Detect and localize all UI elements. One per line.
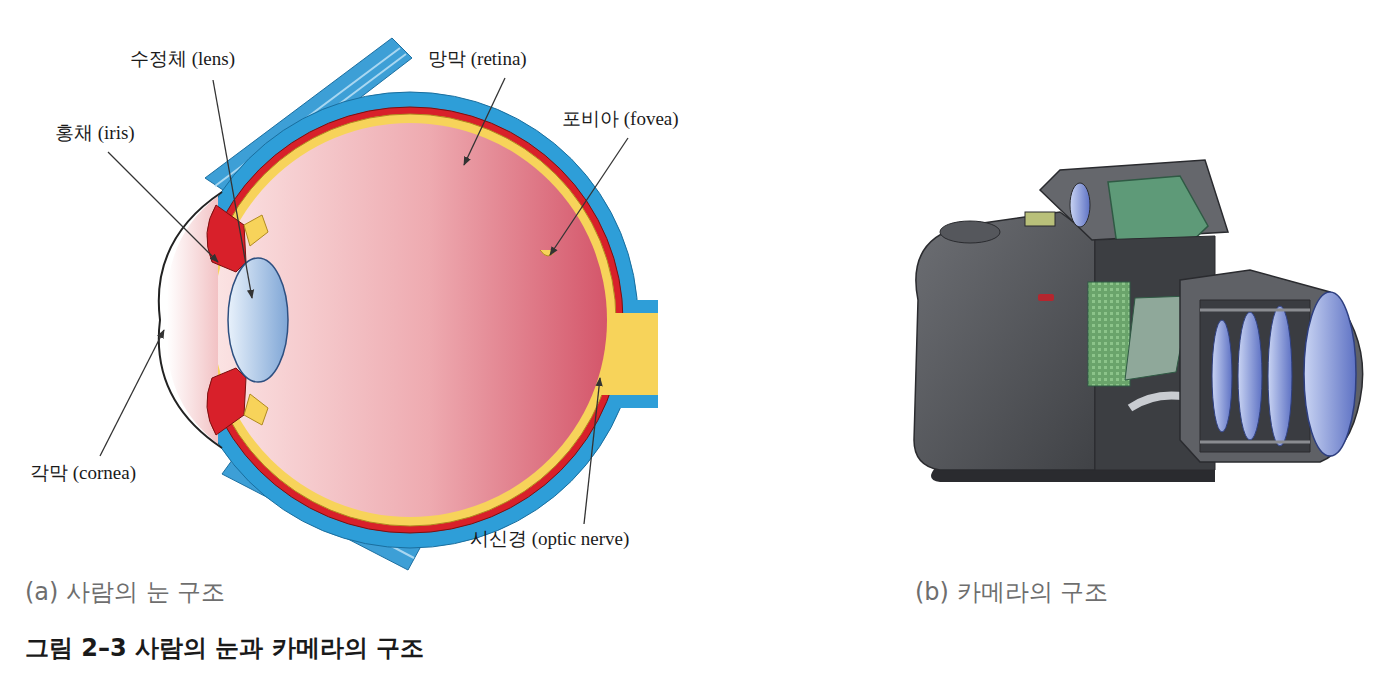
part-label: 수정체 (lens) [130, 48, 235, 71]
leader-line [584, 378, 600, 524]
vitreous-body [218, 123, 607, 517]
lens-element [1212, 320, 1232, 432]
lens-cutaway [1200, 300, 1310, 452]
part-label: 홍채 (iris) [55, 122, 135, 145]
iris-lower [207, 368, 246, 435]
barrel-ring [1200, 309, 1310, 312]
optic-nerve-sheath [598, 300, 658, 408]
part-label: 각막 (cornea) [30, 462, 136, 485]
ciliary-body [244, 394, 268, 425]
lens-element [1268, 306, 1292, 446]
ciliary-body [244, 215, 268, 246]
sclera [218, 92, 638, 548]
choroid [218, 107, 623, 533]
camera [914, 160, 1363, 482]
barrel-ring [1200, 441, 1310, 444]
camera-dial [940, 221, 1000, 243]
lens-element [1238, 312, 1262, 440]
part-label: 망막 (retina) [428, 48, 527, 71]
eyepiece-lens [1070, 183, 1090, 227]
leader-line [108, 152, 218, 262]
leader-line [464, 78, 505, 165]
iris-upper [207, 205, 246, 272]
eyeball [218, 92, 638, 548]
part-label: 시신경 (optic nerve) [470, 528, 629, 551]
part-label: 포비아 (fovea) [562, 108, 679, 131]
sub-caption: (a) 사람의 눈 구조 [25, 578, 225, 607]
leader-line [213, 80, 252, 298]
leader-lines [100, 78, 628, 524]
sub-caption: (b) 카메라의 구조 [915, 578, 1108, 607]
red-mark [1038, 294, 1054, 301]
camera-grip [914, 212, 1095, 470]
top-display [1025, 212, 1055, 226]
figure-caption: 그림 2–3 사람의 눈과 카메라의 구조 [25, 634, 424, 663]
lens-barrel [1180, 270, 1363, 462]
retina-layer [218, 114, 616, 526]
leader-line [550, 138, 628, 255]
image-sensor [1088, 282, 1130, 386]
eye-lens [228, 258, 288, 382]
fovea-pit [540, 250, 556, 256]
optic-nerve [598, 313, 658, 395]
vitreous [218, 123, 607, 517]
eyeball-inner [218, 107, 623, 533]
front-element [1304, 292, 1356, 456]
leader-line [100, 330, 164, 456]
